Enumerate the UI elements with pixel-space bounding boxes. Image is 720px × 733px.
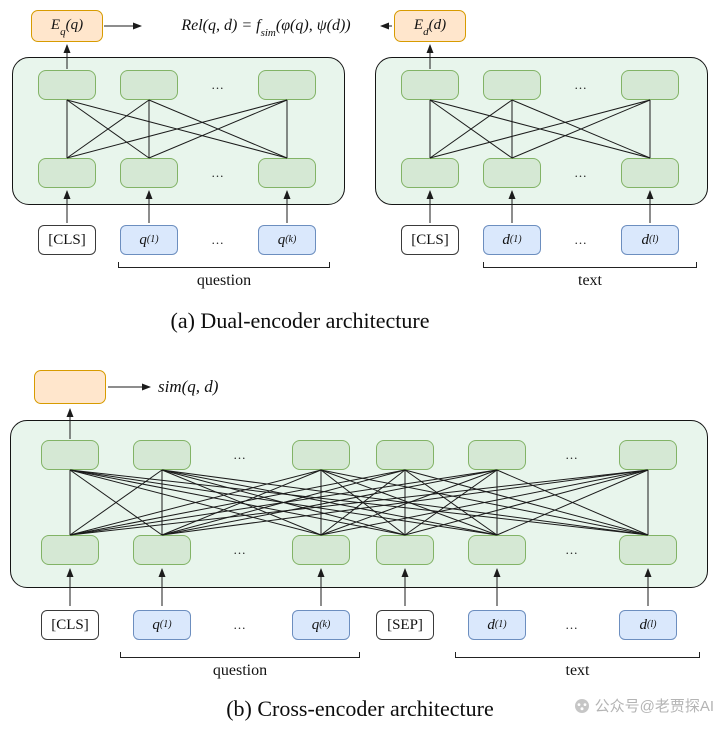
ellipsis: ... [233,447,247,462]
ellipsis: ... [233,617,247,632]
encoder-cell [38,158,96,188]
encoder-cell [483,158,541,188]
question-group-label: question [196,272,252,289]
caption-dual-encoder: (a) Dual-encoder architecture [170,308,430,333]
encoder-cell [133,535,191,565]
token-dl: d(l) [619,610,677,640]
token-dl: d(l) [621,225,679,255]
question-group-label: question [212,662,268,679]
relevance-formula: Rel(q, d) = fsim(φ(q), ψ(d)) [181,17,351,40]
ellipsis: ... [565,447,579,462]
encoder-cell [120,158,178,188]
token-d1: d(1) [483,225,541,255]
ellipsis: ... [574,77,588,92]
encoder-cell [376,440,434,470]
text-bracket [483,262,697,268]
query-encoder-output-box: Eq(q) [31,10,103,42]
token-q1: q(1) [120,225,178,255]
caption-cross-encoder: (b) Cross-encoder architecture [226,696,494,721]
cross-encoder-output-box [34,370,106,404]
sim-formula: sim(q, d) [158,377,219,396]
ellipsis: ... [565,617,579,632]
encoder-cell [468,440,526,470]
watermark: 公众号@老贾探AI [574,695,714,716]
doc-encoder-output-label: Ed(d) [413,16,447,38]
cross-encoder-block [10,420,708,588]
text-group-label: text [565,662,590,679]
text-group-label: text [578,272,602,289]
encoder-cell [483,70,541,100]
encoder-cell [621,70,679,100]
ellipsis: ... [211,77,225,92]
ellipsis: ... [211,165,225,180]
doc-encoder-output-box: Ed(d) [394,10,466,42]
encoder-cell [120,70,178,100]
encoder-cell [621,158,679,188]
encoder-cell [258,70,316,100]
ellipsis: ... [574,232,588,247]
text-bracket [455,652,700,658]
token-cls-doc: [CLS] [401,225,459,255]
encoder-cell [619,535,677,565]
token-q1: q(1) [133,610,191,640]
encoder-cell [41,535,99,565]
query-encoder-output-label: Eq(q) [50,16,84,38]
encoder-cell [133,440,191,470]
encoder-cell [258,158,316,188]
token-sep: [SEP] [376,610,434,640]
ellipsis: ... [565,542,579,557]
token-d1: d(1) [468,610,526,640]
token-cls: [CLS] [41,610,99,640]
question-bracket [118,262,330,268]
encoder-cell [292,535,350,565]
question-bracket [120,652,360,658]
watermark-text: 公众号@老贾探AI [594,698,714,715]
token-qk: q(k) [258,225,316,255]
encoder-cell [619,440,677,470]
encoder-cell [401,158,459,188]
encoder-cell [41,440,99,470]
encoder-cell [376,535,434,565]
token-qk: q(k) [292,610,350,640]
encoder-cell [38,70,96,100]
encoder-cell [401,70,459,100]
token-cls-query: [CLS] [38,225,96,255]
encoder-cell [292,440,350,470]
encoder-cell [468,535,526,565]
ellipsis: ... [233,542,247,557]
ellipsis: ... [211,232,225,247]
watermark-logo-icon [574,698,590,714]
ellipsis: ... [574,165,588,180]
